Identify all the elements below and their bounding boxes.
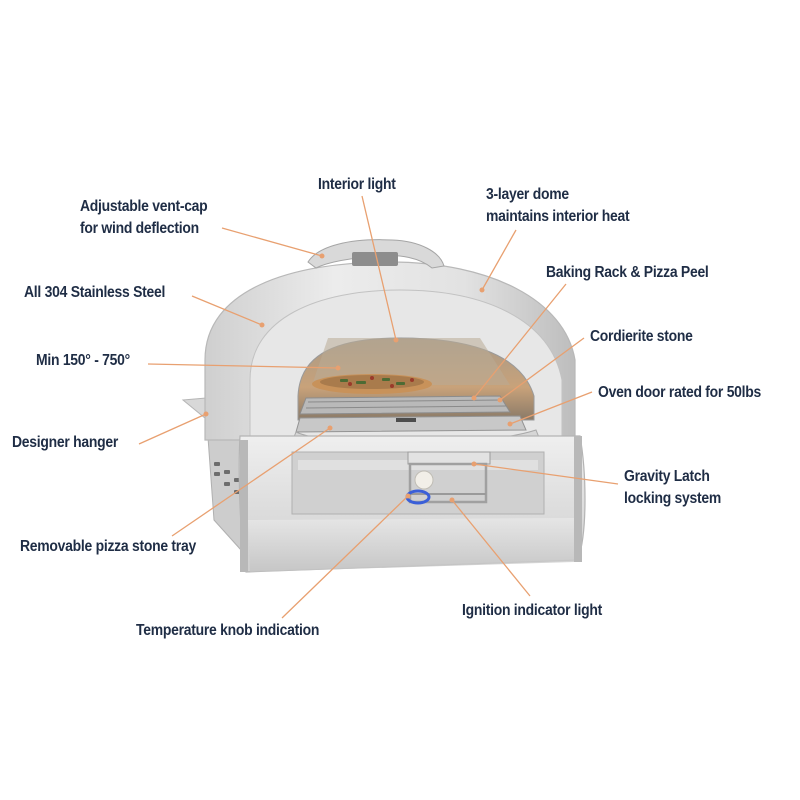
callout-text: 3-layer dome [486, 186, 569, 203]
callout-cordierite: Cordierite stone [590, 326, 693, 348]
callout-baking-rack: Baking Rack & Pizza Peel [546, 262, 709, 284]
callout-text: Designer hanger [12, 434, 119, 451]
baking-rack [299, 395, 511, 415]
leader-dots [203, 253, 513, 503]
callout-text: Removable pizza stone tray [20, 538, 196, 555]
callout-temperature-range: Min 150° - 750° [36, 350, 130, 372]
callout-text: Ignition indicator light [462, 602, 602, 619]
callout-text: All 304 Stainless Steel [24, 284, 166, 301]
callout-text: maintains interior heat [486, 208, 630, 225]
callout-gravity-latch: Gravity Latch locking system [624, 466, 721, 510]
temperature-knob [414, 470, 434, 490]
callout-text: Gravity Latch [624, 468, 710, 485]
pizza-stone-tray [295, 415, 527, 433]
leader-lines [138, 195, 619, 619]
callout-text: locking system [624, 490, 722, 507]
callout-text: Min 150° - 750° [36, 352, 130, 369]
callout-ignition: Ignition indicator light [462, 600, 602, 622]
callout-interior-light: Interior light [318, 174, 396, 196]
callout-text: Cordierite stone [590, 328, 693, 345]
callout-dome: 3-layer dome maintains interior heat [486, 184, 630, 228]
callout-oven-door: Oven door rated for 50lbs [598, 382, 761, 404]
callout-vent-cap: Adjustable vent-cap for wind deflection [80, 196, 208, 240]
callout-text: Adjustable vent-cap [80, 198, 208, 215]
callout-text: Interior light [318, 176, 396, 193]
callout-text: Baking Rack & Pizza Peel [546, 264, 709, 281]
callout-stainless: All 304 Stainless Steel [24, 282, 165, 304]
callout-hanger: Designer hanger [12, 432, 118, 454]
gravity-latch [407, 451, 491, 504]
callout-text: Oven door rated for 50lbs [598, 384, 762, 401]
callout-stone-tray: Removable pizza stone tray [20, 536, 196, 558]
callout-text: Temperature knob indication [136, 622, 320, 639]
callout-knob: Temperature knob indication [136, 620, 319, 642]
callout-text: for wind deflection [80, 220, 199, 237]
pizza [312, 374, 432, 394]
